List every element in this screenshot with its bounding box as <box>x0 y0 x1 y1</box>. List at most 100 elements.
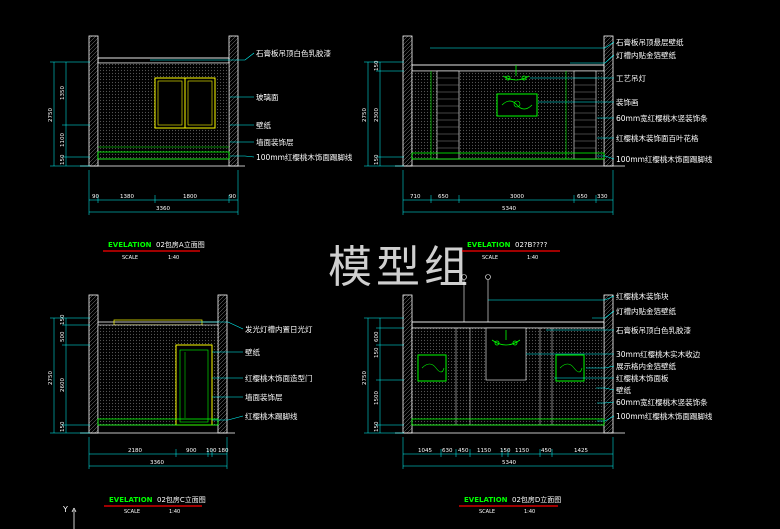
elevation-a-right-wall <box>228 35 239 167</box>
elevation-c-label-3: 墙面装饰层 <box>245 392 283 402</box>
elevation-d-pendant-lamp <box>491 330 521 346</box>
elevation-d-label-0: 红樱桃木装饰块 <box>616 291 669 301</box>
elevation-d-baseboard <box>411 418 605 426</box>
elevation-c-dim-total: 3360 <box>150 460 164 466</box>
elevation-b-dim-h-1: 650 <box>438 194 449 200</box>
elevation-c-dim-h-3: 180 <box>218 448 229 454</box>
elevation-a-scale-label: SCALE <box>122 255 138 261</box>
elevation-d-dim-v-0: 600 <box>374 331 380 342</box>
elevation-c-right-wall <box>217 294 228 434</box>
elevation-b-title-tag: EVELATION <box>467 241 511 249</box>
elevation-c-dim-v-3: 2600 <box>60 378 66 392</box>
elevation-c-dim-h-2: 100 <box>206 448 217 454</box>
elevation-c-title-tag: EVELATION <box>109 496 153 504</box>
elevation-a-label-1: 玻璃面 <box>256 92 279 102</box>
elevation-c-dim-v-1: 500 <box>60 331 66 342</box>
elevation-a-dim-h-1: 1380 <box>120 194 134 200</box>
ucs-icon <box>71 507 77 529</box>
elevation-a-dim-v-1: 1350 <box>60 86 66 100</box>
elevation-b-pendant-lamp <box>502 65 530 81</box>
elevation-b-dim-h-2: 3000 <box>510 194 524 200</box>
ucs-label: Y <box>62 505 68 514</box>
elevation-c-light-trough <box>113 319 203 326</box>
elevation-b-dim-total: 5340 <box>502 206 516 212</box>
elevation-c-dim-v-0: 150 <box>60 314 66 325</box>
elevation-c-label-0: 发光灯槽内置日光灯 <box>245 324 313 334</box>
elevation-b-scale-value: 1:40 <box>527 255 538 261</box>
elevation-d-dim-h-4: 150 <box>500 448 511 454</box>
watermark-text: 模型组 <box>328 242 472 293</box>
elevation-b-dim-v-3: 150 <box>374 154 380 165</box>
elevation-b-scale-label: SCALE <box>482 255 498 261</box>
elevation-a-left-wall <box>88 35 99 167</box>
elevation-c-label-2: 红樱桃木饰面造型门 <box>245 373 313 383</box>
elevation-d-label-2: 石膏板吊顶白色乳胶漆 <box>616 325 691 335</box>
elevation-a-title-tag: EVELATION <box>108 241 152 249</box>
elevation-c-dim-h-0: 2180 <box>128 448 142 454</box>
elevation-d-label-5: 红樱桃木饰面板 <box>616 373 669 383</box>
elevation-a-subtitle: 02包房A立面图 <box>156 240 205 249</box>
elevation-b-dim-v-1: 2750 <box>362 108 368 122</box>
elevation-b-dim-h-4: 330 <box>597 194 608 200</box>
elevation-d-dim-v-4: 150 <box>374 421 380 432</box>
elevation-b: 石膏板吊顶悬层壁纸 灯槽内贴金箔壁纸 工艺吊灯 装饰画 60mm宽红樱桃木竖装饰… <box>362 35 713 261</box>
elevation-b-label-4: 60mm宽红樱桃木竖装饰条 <box>616 113 708 123</box>
elevation-c-label-4: 红樱桃木踢脚线 <box>245 411 298 421</box>
elevation-a-dim-total: 3360 <box>156 206 170 212</box>
elevation-d-display-right <box>555 354 585 382</box>
elevation-a-dim-v-0: 2750 <box>48 108 54 122</box>
elevation-d-label-8: 100mm红樱桃木饰面踢脚线 <box>616 411 713 421</box>
elevation-b-subtitle: 02?B???? <box>515 241 548 249</box>
elevation-c-dim-v-2: 2750 <box>48 371 54 385</box>
elevation-a-dim-h-0: 90 <box>92 194 99 200</box>
elevation-d-dim-h-7: 1425 <box>574 448 588 454</box>
elevation-a-scale-value: 1:40 <box>168 255 179 261</box>
elevation-d-label-1: 灯槽内贴金箔壁纸 <box>616 306 676 316</box>
elevation-c: 发光灯槽内置日光灯 壁纸 红樱桃木饰面造型门 墙面装饰层 红樱桃木踢脚线 150… <box>48 294 313 515</box>
elevation-a-dim-v-2: 1100 <box>60 133 66 147</box>
elevation-b-label-5: 红樱桃木装饰面百叶花格 <box>616 133 699 143</box>
elevation-d-label-7: 60mm宽红樱桃木竖装饰条 <box>616 397 708 407</box>
elevation-d-title-tag: EVELATION <box>464 496 508 504</box>
elevation-c-left-wall <box>88 294 99 434</box>
elevation-b-louver-left <box>436 70 460 160</box>
elevation-b-left-wall <box>402 35 413 167</box>
elevation-c-dim-h-1: 900 <box>186 448 197 454</box>
elevation-d-dim-h-0: 1045 <box>418 448 432 454</box>
elevation-b-dim-v-0: 150 <box>374 60 380 71</box>
elevation-a-label-4: 100mm红樱桃木饰面踢脚线 <box>256 152 353 162</box>
elevation-d-subtitle: 02包房D立面图 <box>512 495 561 504</box>
elevation-c-label-1: 壁纸 <box>245 347 260 357</box>
elevation-a: 石膏板吊顶白色乳胶漆 玻璃面 壁纸 墙面装饰层 100mm红樱桃木饰面踢脚线 2… <box>48 35 353 261</box>
elevation-b-dim-v-2: 2300 <box>374 108 380 122</box>
elevation-d-label-3: 30mm红樱桃木实木收边 <box>616 349 701 359</box>
elevation-d-dim-h-1: 630 <box>442 448 453 454</box>
elevation-b-label-6: 100mm红樱桃木饰面踢脚线 <box>616 154 713 164</box>
elevation-a-dim-h-2: 1800 <box>183 194 197 200</box>
elevation-d-right-wall <box>603 294 614 434</box>
elevation-c-baseboard <box>97 418 219 426</box>
elevation-d-left-wall <box>402 294 413 434</box>
elevation-a-label-0: 石膏板吊顶白色乳胶漆 <box>256 48 331 58</box>
elevation-c-dim-v-4: 150 <box>60 421 66 432</box>
elevation-d-display-left <box>417 354 447 382</box>
elevation-a-label-2: 壁纸 <box>256 120 271 130</box>
elevation-b-label-3: 装饰画 <box>616 97 639 107</box>
elevation-a-dim-v-3: 150 <box>60 154 66 165</box>
elevation-d-dim-h-6: 450 <box>541 448 552 454</box>
elevation-c-scale-value: 1:40 <box>169 509 180 515</box>
elevation-b-right-wall <box>603 35 614 167</box>
elevation-d-dim-v-1: 150 <box>374 347 380 358</box>
elevation-d-dim-v-3: 2750 <box>362 371 368 385</box>
elevation-d-label-6: 壁纸 <box>616 385 631 395</box>
elevation-c-subtitle: 02包房C立面图 <box>157 495 206 504</box>
elevation-d-dim-h-3: 1150 <box>477 448 491 454</box>
elevation-a-label-3: 墙面装饰层 <box>256 137 294 147</box>
elevation-b-label-2: 工艺吊灯 <box>616 73 646 83</box>
elevation-c-scale-label: SCALE <box>124 509 140 515</box>
elevation-d-scale-value: 1:40 <box>524 509 535 515</box>
elevation-d-dim-h-5: 1150 <box>515 448 529 454</box>
elevation-a-dim-h-3: 90 <box>229 194 236 200</box>
elevation-d-dim-h-2: 450 <box>458 448 469 454</box>
